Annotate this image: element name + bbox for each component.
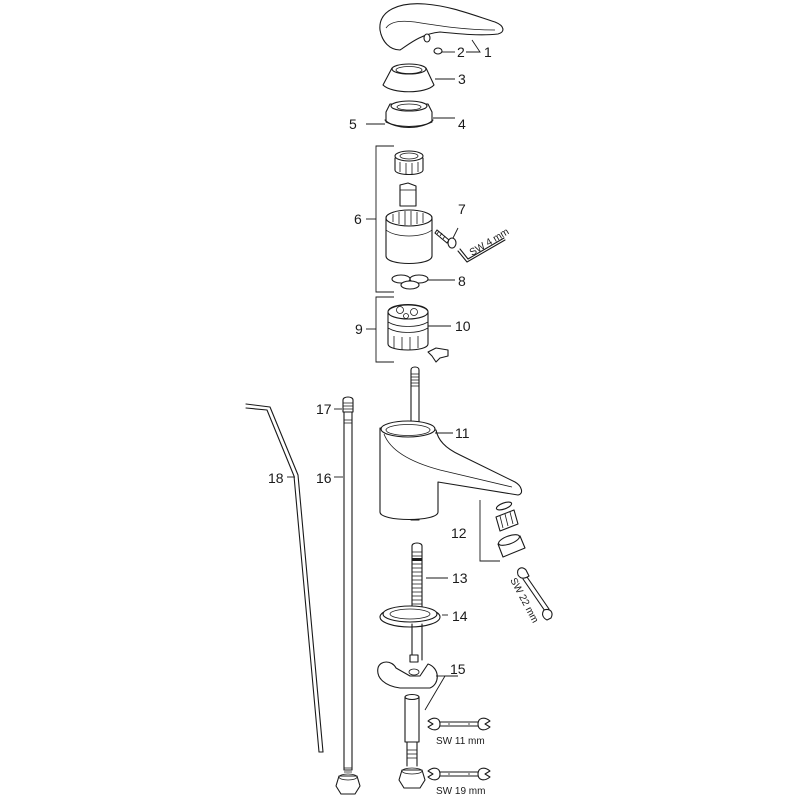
wrench-sw22 bbox=[517, 567, 553, 621]
label-15: 15 bbox=[450, 661, 466, 677]
part-5-seal-ring bbox=[384, 119, 434, 129]
tool-label-sw22: SW 22 mm bbox=[507, 576, 540, 625]
label-5: 5 bbox=[349, 116, 357, 132]
part-11-faucet-body bbox=[379, 420, 523, 520]
part-18-pull-rod bbox=[245, 403, 324, 753]
wrench-sw11 bbox=[427, 717, 491, 731]
label-10: 10 bbox=[455, 318, 471, 334]
label-8: 8 bbox=[458, 273, 466, 289]
part-14-gasket bbox=[379, 605, 441, 628]
part-2-set-screw bbox=[433, 47, 443, 55]
label-13: 13 bbox=[452, 570, 468, 586]
label-12: 12 bbox=[451, 525, 467, 541]
label-18: 18 bbox=[268, 470, 284, 486]
label-2: 2 bbox=[457, 44, 465, 60]
hex-key-sw4 bbox=[457, 237, 506, 263]
tool-label-sw11: SW 11 mm bbox=[436, 736, 485, 747]
part-6-cartridge bbox=[385, 150, 433, 264]
part-13-threaded-rod bbox=[411, 542, 423, 617]
label-16: 16 bbox=[316, 470, 332, 486]
label-1: 1 bbox=[484, 44, 492, 60]
part-4-threaded-nut bbox=[385, 100, 433, 128]
label-3: 3 bbox=[458, 71, 466, 87]
part-8-o-rings bbox=[391, 274, 429, 290]
label-4: 4 bbox=[458, 116, 466, 132]
tool-label-sw19: SW 19 mm bbox=[436, 786, 485, 797]
part-7-screw bbox=[434, 229, 457, 249]
label-11: 11 bbox=[455, 425, 470, 441]
label-6: 6 bbox=[354, 211, 362, 227]
part-1-lever-handle bbox=[379, 3, 504, 51]
part-10-valve-insert bbox=[387, 303, 449, 363]
part-16-connection-hose bbox=[335, 396, 361, 795]
part-12-aerator bbox=[495, 501, 526, 558]
tool-label-sw4: SW 4 mm bbox=[468, 227, 511, 259]
label-9: 9 bbox=[355, 321, 363, 337]
wrench-sw19 bbox=[427, 767, 491, 781]
label-17: 17 bbox=[316, 401, 332, 417]
part-3-cover-cap bbox=[382, 63, 435, 93]
part-15-mounting-set bbox=[377, 654, 438, 789]
label-14: 14 bbox=[452, 608, 468, 624]
label-7: 7 bbox=[458, 201, 466, 217]
